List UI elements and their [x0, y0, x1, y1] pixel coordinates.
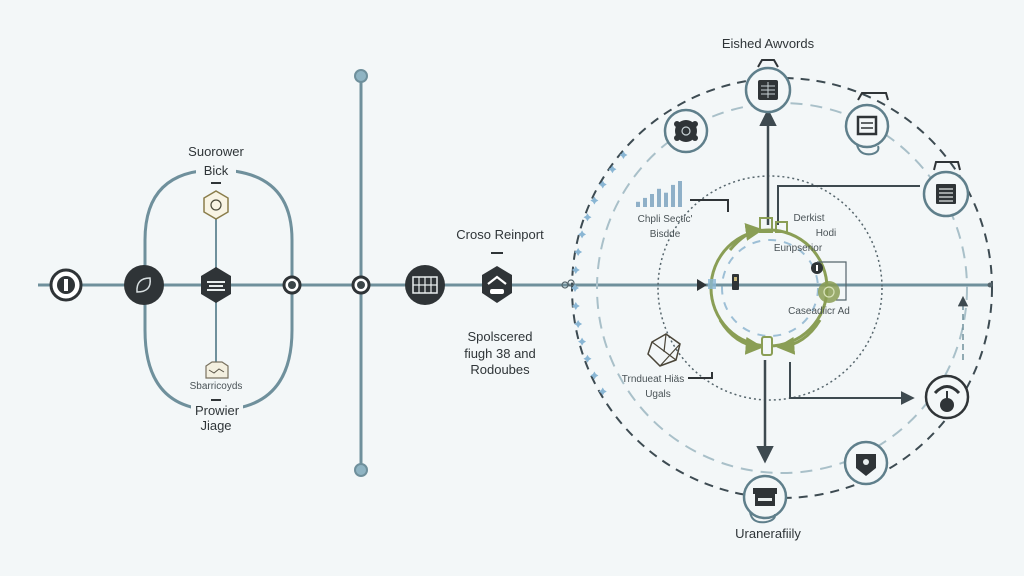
orbit-end-marker — [987, 282, 993, 288]
star-mark — [574, 248, 583, 257]
document-icon[interactable] — [844, 92, 890, 156]
star-mark — [574, 319, 583, 328]
star-chain — [571, 150, 628, 396]
cube-label-line2: Ugals — [645, 389, 671, 400]
hexagon-gear-icon[interactable] — [203, 190, 229, 220]
right-bottom-label: Uranerafiily — [735, 526, 801, 541]
light-dashed-orbit — [721, 239, 819, 337]
info-badge-icon[interactable] — [811, 261, 847, 301]
mini-bar — [678, 181, 682, 207]
chart-label-line2: Bisdde — [649, 229, 681, 240]
cube-connector — [688, 372, 713, 379]
star-mark — [608, 165, 617, 174]
mini-bar — [636, 201, 640, 207]
axis-junction-icon[interactable] — [351, 275, 371, 295]
dotted-orbit — [657, 175, 883, 401]
mini-bar — [650, 194, 654, 207]
star-mark — [583, 354, 592, 363]
star-mark — [598, 180, 607, 189]
server-rack-icon[interactable] — [744, 59, 792, 114]
shield-chevron-icon[interactable] — [482, 266, 512, 303]
star-mark — [571, 265, 580, 274]
vertical-axis-top-cap — [354, 69, 368, 83]
middle-top-label: Croso Reinport — [456, 227, 544, 242]
gear-badge-icon[interactable] — [49, 268, 83, 302]
mini-bar — [671, 184, 675, 207]
star-mark — [590, 371, 599, 380]
phone-icon[interactable] — [761, 336, 773, 356]
middle-bottom-label-line3: Rodoubes — [470, 362, 530, 377]
ring-dot-icon[interactable] — [282, 275, 302, 295]
mini-bar-chart — [636, 181, 682, 207]
list-document-icon[interactable] — [922, 161, 970, 218]
vertical-axis-bottom-cap — [354, 463, 368, 477]
outer-dashed-orbit — [571, 77, 993, 499]
chart-connector — [690, 199, 729, 212]
inner-center-top-label: Eunpserior — [773, 243, 823, 254]
star-mark — [583, 213, 592, 222]
chart-label-line1: Chpli Sectic' — [637, 214, 693, 225]
star-mark — [578, 230, 587, 239]
gear-cluster-icon[interactable] — [663, 108, 709, 154]
battery-icon[interactable] — [732, 274, 739, 290]
cube-outline-icon — [647, 333, 681, 367]
wifi-lock-icon[interactable] — [924, 374, 970, 420]
left-top-label-line2: Bick — [196, 162, 236, 179]
building-grid-icon[interactable] — [405, 265, 445, 305]
folder-icon[interactable] — [205, 361, 229, 379]
inner-center-right-label: Caseadiicr Ad — [788, 306, 850, 317]
middle-bottom-label-line1: Spolscered — [467, 329, 533, 344]
star-mark — [571, 284, 579, 292]
star-mark — [598, 387, 607, 396]
middle-bottom-label-line2: fiugh 38 and — [464, 346, 536, 361]
left-bottom-label-line1: Prowier — [191, 402, 243, 419]
star-mark — [571, 302, 580, 311]
green-arrow-tl — [728, 222, 764, 251]
shield-user-icon[interactable] — [843, 440, 889, 486]
device-pair-icon[interactable] — [759, 217, 788, 233]
inbound-arrow-icon — [697, 279, 716, 291]
mini-bar — [657, 188, 661, 207]
star-mark — [619, 150, 628, 159]
mini-bar — [643, 197, 647, 207]
left-top-label-line1: Suorower — [188, 144, 244, 159]
left-bottom-label-line2: Jiage — [200, 418, 232, 433]
star-mark — [578, 337, 587, 346]
machine-icon[interactable] — [742, 474, 788, 524]
green-arrow-bl — [718, 319, 764, 355]
green-arrow-br — [776, 319, 822, 355]
left-inner-bottom-caption: Sbarricoyds — [189, 381, 243, 392]
star-mark — [590, 196, 599, 205]
connector-to-orbit-right — [777, 185, 920, 225]
small-link-icon — [561, 279, 575, 289]
right-top-label: Eished Awvords — [721, 36, 815, 51]
inner-top-right-label-1: Derkist — [793, 213, 825, 224]
leaf-icon[interactable] — [124, 265, 164, 305]
green-blob-icon[interactable] — [818, 281, 840, 303]
cube-label-line1: Trndueat Hiäs — [621, 374, 685, 385]
hexagon-stack-icon[interactable] — [201, 267, 231, 303]
inner-dashed-orbit — [596, 102, 968, 474]
mini-bar — [664, 192, 668, 207]
connector-to-wifi — [789, 362, 915, 405]
inner-top-right-label-2: Hodi — [815, 228, 837, 239]
